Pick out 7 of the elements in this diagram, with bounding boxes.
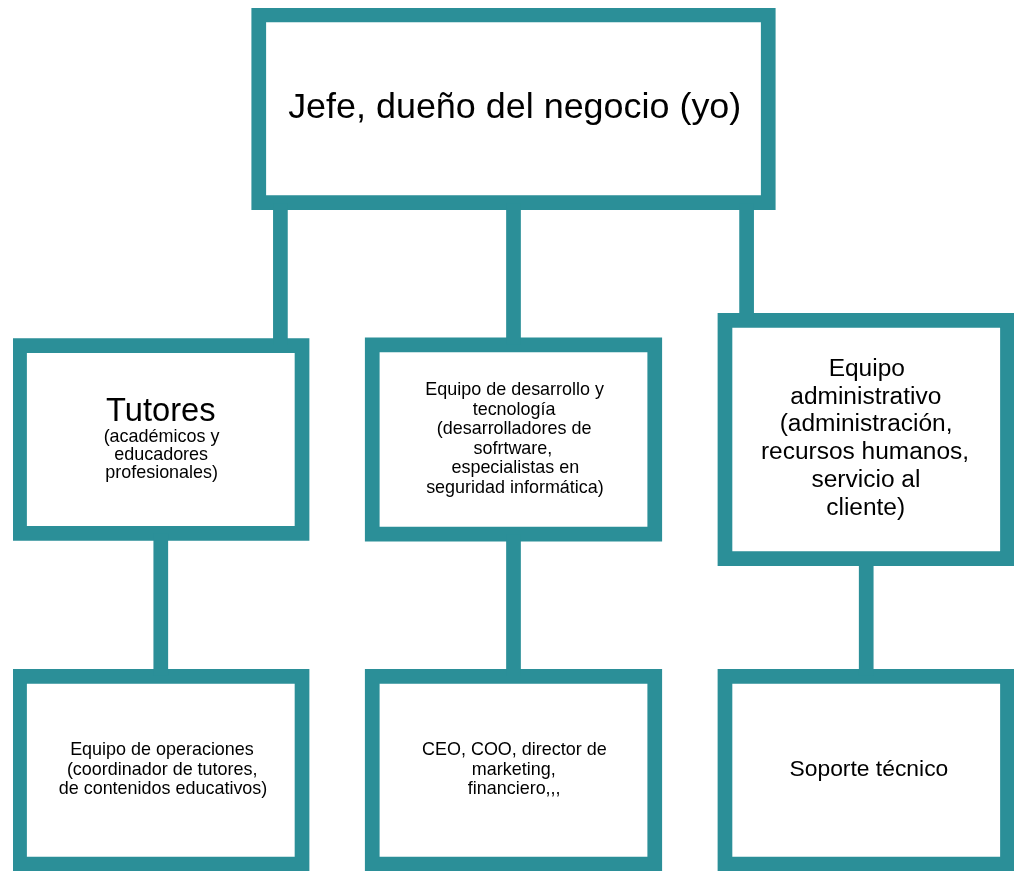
node-box: Jefe, dueño del negocio (yo) xyxy=(251,8,776,211)
node-box: Equipo administrativo (administración, recursos humanos, servicio al cliente) xyxy=(717,312,1014,567)
node-box: Equipo de operaciones (coordinador de tutores, de contenidos educativos) xyxy=(13,668,310,871)
node-box: CEO, COO, director de marketing, financiero,,, xyxy=(364,668,663,871)
node-box: Tutores (académicos y educadores profesionales) xyxy=(13,338,310,541)
node-box: Equipo de desarrollo y tecnología (desarrolladores de sofrtware, especialistas en seguridad informática) xyxy=(364,337,663,542)
node-box: Soporte técnico xyxy=(717,668,1014,871)
